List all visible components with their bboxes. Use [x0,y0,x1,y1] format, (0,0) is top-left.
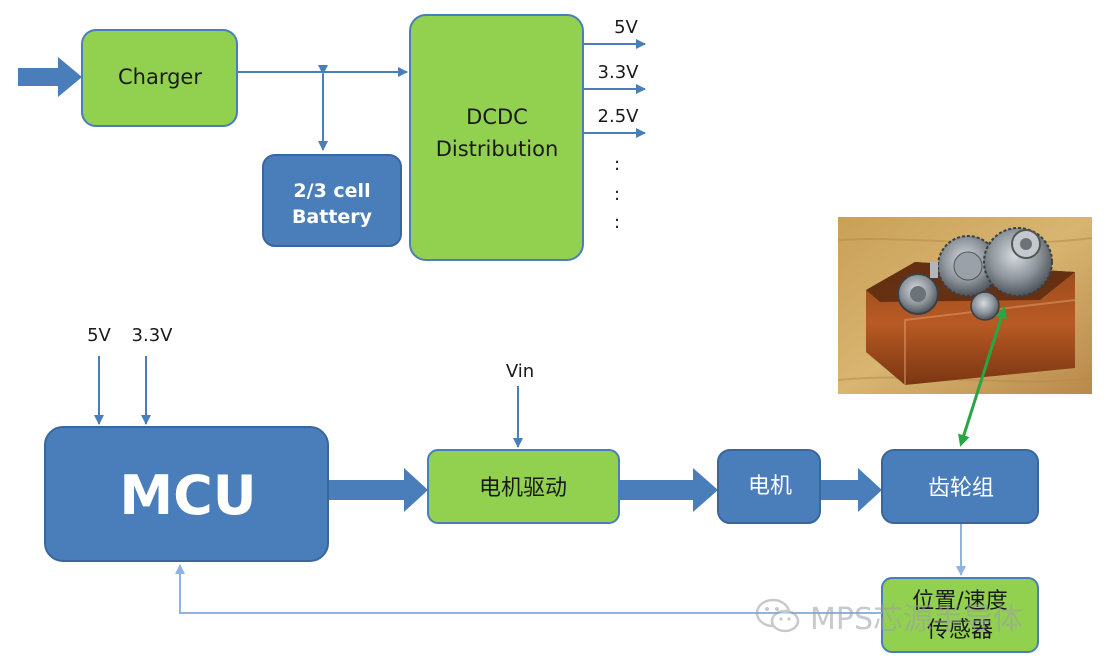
mcu-label: MCU [119,464,256,527]
mcu-input-label-5v: 5V [87,325,111,346]
watermark-text: MPS芯源半导体 [810,602,1024,637]
output-ellipsis-1: : [614,154,620,175]
servo-gearbox-photo [837,217,1093,394]
battery-label-line2: Battery [292,206,373,228]
motor-driver-label: 电机驱动 [479,476,567,501]
dcdc-label-line2: Distribution [436,137,559,161]
motor-box [717,449,821,524]
vin-label: Vin [506,361,534,382]
sensor-label-line1: 位置/速度 [912,589,1007,614]
gear-set-box [881,449,1039,524]
output-ellipsis-2: : [614,184,620,205]
driver-to-motor-arrow [620,468,718,512]
charger-label: Charger [118,65,202,89]
charger-box [81,29,238,127]
wechat-icon [755,598,800,633]
dcdc-box [409,14,584,261]
gear-set-label: 齿轮组 [928,476,994,501]
mcu-box [44,426,329,562]
motor-driver-box [427,449,620,524]
mcu-input-label-3v3: 3.3V [132,325,174,346]
motor-label: 电机 [748,474,792,499]
dcdc-label-line1: DCDC [466,105,528,129]
sensor-label-line2: 传感器 [927,618,993,643]
battery-label-line1: 2/3 cell [293,180,370,202]
output-label-3v3: 3.3V [598,62,640,83]
output-label-5v: 5V [614,17,638,38]
battery-box [262,154,402,247]
watermark: MPS芯源半导体 [754,594,1094,638]
feedback-arrow [175,564,882,614]
sensor-box [881,577,1039,653]
motor-to-gear-arrow [821,468,882,512]
output-ellipsis-3: : [614,212,620,233]
mcu-to-driver-arrow [329,468,428,512]
output-label-2v5: 2.5V [598,106,640,127]
photo-link-arrow [958,306,1007,447]
power-input-arrow [18,57,82,97]
